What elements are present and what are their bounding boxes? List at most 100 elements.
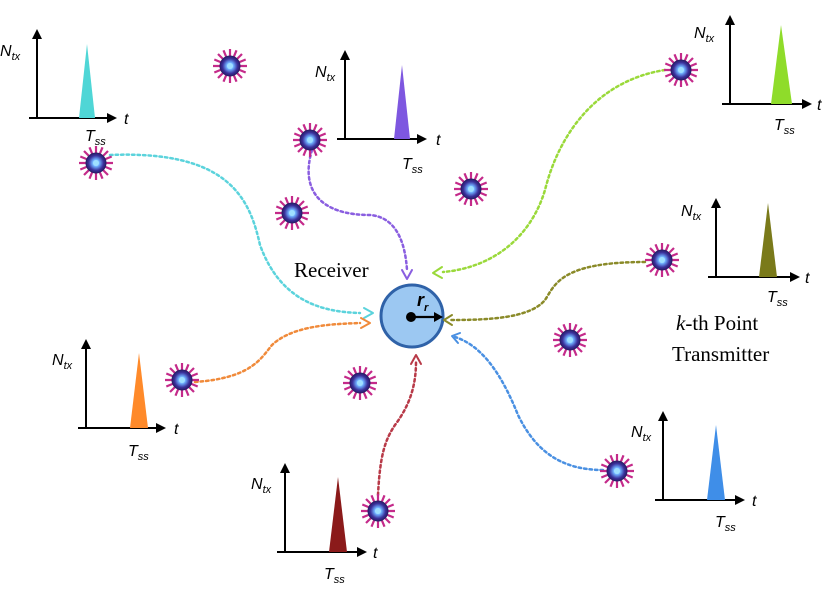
virus-molecule-icon	[359, 492, 397, 530]
transmitter-label-line2: Transmitter	[672, 342, 769, 366]
arrow-path-3	[441, 68, 667, 274]
y-label-sub: tx	[706, 33, 715, 45]
y-label-main: N	[631, 424, 643, 441]
virus-molecule-icon	[211, 47, 249, 85]
y-label-sub: tx	[693, 211, 702, 223]
pulse-triangle	[329, 477, 347, 552]
virus-molecule-icon	[598, 452, 636, 490]
virus-molecule-icon	[452, 170, 490, 208]
tick-label-main: T	[128, 443, 139, 460]
receiver-radius-subscript: r	[424, 302, 429, 314]
y-label-sub: tx	[64, 360, 73, 372]
x-axis-arrowhead	[357, 547, 367, 557]
y-axis-label: Ntx	[0, 43, 21, 63]
y-axis-label: Ntx	[315, 64, 336, 84]
pulse-triangle	[79, 44, 95, 118]
x-axis-label: t	[436, 132, 441, 149]
transmitter-label-line1: k-th Point	[676, 311, 758, 335]
y-label-sub: tx	[12, 51, 21, 63]
x-axis-arrowhead	[790, 272, 800, 282]
y-axis-arrowhead	[725, 15, 735, 25]
y-axis-arrowhead	[280, 463, 290, 473]
tick-label-sub: ss	[725, 522, 737, 534]
tick-label: Tss	[774, 117, 795, 137]
tick-label-main: T	[715, 514, 726, 531]
pulse-triangle	[130, 353, 148, 428]
y-label-main: N	[251, 476, 263, 493]
x-axis-arrowhead	[156, 423, 166, 433]
tick-label-main: T	[767, 289, 778, 306]
virus-molecule-icon	[291, 121, 329, 159]
pulse-chart-6: Ntx t Tss	[251, 463, 378, 586]
pulse-triangle	[707, 425, 725, 500]
y-axis-label: Ntx	[251, 476, 272, 496]
y-axis-label: Ntx	[681, 203, 702, 223]
transmitter-label-rest: -th Point	[685, 311, 758, 335]
arrow-path-2	[307, 148, 409, 272]
tick-label: Tss	[85, 128, 106, 148]
y-axis-arrowhead	[81, 339, 91, 349]
y-label-sub: tx	[263, 484, 272, 496]
y-axis-label: Ntx	[694, 25, 715, 45]
y-axis-arrowhead	[711, 198, 721, 208]
y-label-main: N	[52, 352, 64, 369]
tick-label-main: T	[85, 128, 96, 145]
diffusion-arrows	[108, 68, 667, 497]
x-axis-arrowhead	[107, 113, 117, 123]
y-axis-arrowhead	[658, 411, 668, 421]
arrow-path-5	[193, 321, 362, 384]
tick-label-sub: ss	[784, 125, 796, 137]
arrowhead-5	[360, 317, 371, 329]
x-axis-label: t	[752, 493, 757, 510]
x-axis-arrowhead	[802, 99, 812, 109]
y-label-main: N	[0, 43, 12, 60]
arrow-path-1	[108, 153, 362, 315]
arrowhead-7	[451, 332, 461, 344]
tick-label: Tss	[402, 156, 423, 176]
tick-label-sub: ss	[95, 136, 107, 148]
x-axis-arrowhead	[417, 134, 427, 144]
arrow-path-6	[376, 360, 418, 497]
receiver-label: Receiver	[294, 258, 369, 282]
x-axis-arrowhead	[735, 495, 745, 505]
tick-label-sub: ss	[138, 451, 150, 463]
y-axis-label: Ntx	[52, 352, 73, 372]
pulse-triangle	[771, 25, 792, 104]
tick-label: Tss	[324, 566, 345, 586]
arrowhead-4	[443, 314, 453, 326]
pulse-triangle	[759, 203, 777, 277]
receiver-radius-label: rr	[417, 290, 429, 314]
virus-molecule-icon	[163, 361, 201, 399]
receiver: rr Receiver	[294, 258, 445, 349]
transmitter-k-symbol: k	[676, 311, 686, 335]
pulse-chart-5: Ntx t Tss	[52, 339, 179, 463]
pulse-chart-1: Ntx t Tss	[0, 29, 129, 148]
receiver-radius-symbol: r	[417, 290, 425, 310]
virus-molecule-icon	[341, 364, 379, 402]
y-axis-label: Ntx	[631, 424, 652, 444]
y-axis-arrowhead	[340, 50, 350, 60]
virus-molecule-icon	[551, 321, 589, 359]
tick-label-sub: ss	[412, 164, 424, 176]
y-label-main: N	[681, 203, 693, 220]
tick-label-main: T	[324, 566, 335, 583]
y-label-main: N	[694, 25, 706, 42]
tick-label: Tss	[128, 443, 149, 463]
arrowheads	[360, 266, 461, 365]
pulse-chart-7: Ntx t Tss	[631, 411, 757, 534]
arrowhead-1	[363, 307, 374, 319]
y-label-sub: tx	[643, 432, 652, 444]
tick-label-main: T	[774, 117, 785, 134]
x-axis-label: t	[174, 421, 179, 438]
molecules	[77, 47, 700, 530]
tick-label: Tss	[715, 514, 736, 534]
x-axis-label: t	[124, 111, 129, 128]
tick-label-sub: ss	[334, 574, 346, 586]
virus-molecule-icon	[662, 51, 700, 89]
y-axis-arrowhead	[32, 29, 42, 39]
arrow-path-4	[448, 260, 647, 322]
receiver-radius-arrowhead	[434, 312, 443, 322]
pulse-chart-4: Ntx t Tss	[681, 198, 810, 309]
tick-label-main: T	[402, 156, 413, 173]
